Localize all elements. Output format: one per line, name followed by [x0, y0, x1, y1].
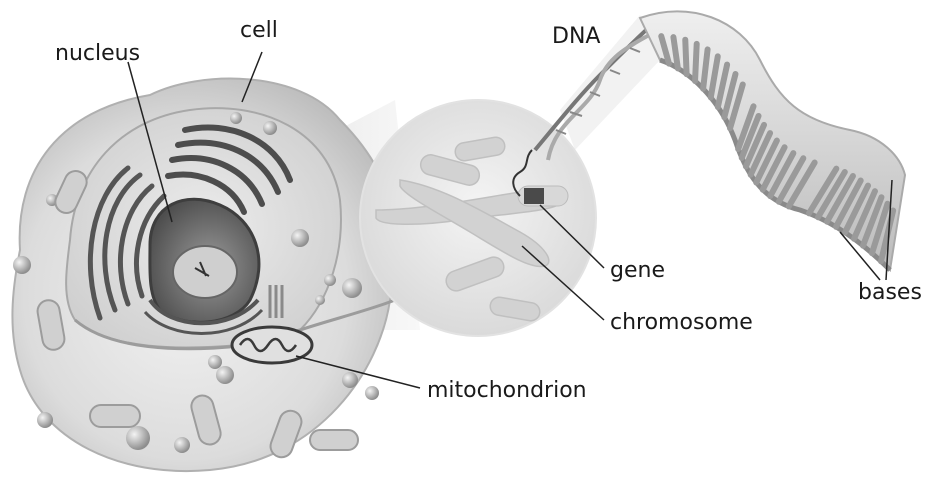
dna-label: DNA	[552, 24, 601, 49]
dna-base-pair	[851, 188, 878, 242]
dna-base-pair	[682, 36, 690, 78]
gene-label: gene	[610, 258, 665, 283]
dna-base-pair	[700, 46, 711, 92]
mitochondrion-label: mitochondrion	[427, 378, 587, 403]
bases-label: bases	[858, 280, 922, 305]
chromosomes	[375, 136, 562, 322]
dna-base-pair	[753, 137, 780, 186]
dna-base-pair	[869, 200, 891, 257]
dna-base-pair	[735, 103, 757, 152]
bases-leader-2	[885, 179, 893, 281]
dna-base-pair	[775, 155, 807, 205]
dna-helix	[533, 20, 662, 161]
mitochondrion-leader	[295, 355, 421, 389]
dna-ribbon	[638, 10, 907, 273]
mitochondrion	[230, 325, 314, 365]
dna-base-pair	[738, 112, 762, 161]
dna-base-pair	[833, 177, 864, 230]
dna-base-pair	[747, 130, 774, 178]
dna-base-pair	[721, 70, 739, 121]
dna-base-pair	[878, 207, 897, 265]
endoplasmic-reticulum	[87, 165, 167, 321]
dna-base-pair	[815, 169, 848, 221]
dna-base-pair	[806, 165, 840, 217]
bases-leader-1	[839, 231, 881, 281]
dna-bases	[658, 33, 897, 265]
cell	[11, 77, 399, 472]
dna-strand-emerging	[512, 149, 533, 197]
dna-base-pair	[714, 61, 731, 110]
chromosome-label: chromosome	[610, 310, 753, 335]
dna-base-pair	[785, 159, 818, 210]
outer-organelles	[36, 170, 359, 459]
cell-leader	[241, 51, 263, 103]
leader-lines	[127, 51, 893, 389]
gene-band	[524, 188, 544, 204]
dna-base-pair	[658, 33, 672, 67]
nucleus-leader	[127, 61, 173, 223]
cell-label: cell	[240, 18, 278, 43]
centriole	[268, 285, 284, 318]
dna-base-pair	[824, 172, 856, 225]
nucleus	[143, 197, 264, 335]
dna-base-pair	[670, 34, 681, 72]
dna-base-pair	[767, 150, 797, 200]
golgi-apparatus	[165, 124, 293, 215]
magnifier-view	[359, 99, 597, 337]
nucleus-label: nucleus	[55, 41, 141, 66]
dna-base-pair	[692, 40, 700, 84]
dna-base-pair	[727, 81, 746, 132]
chromosome-leader	[521, 245, 605, 321]
dna-base-pair	[842, 182, 872, 236]
gene-leader	[539, 204, 605, 269]
dna-beam	[560, 15, 660, 150]
dna-base-pair	[707, 53, 721, 101]
dna-base-pair	[860, 194, 885, 249]
dna-base-pair	[742, 121, 767, 170]
dna-base-pair	[759, 144, 788, 193]
